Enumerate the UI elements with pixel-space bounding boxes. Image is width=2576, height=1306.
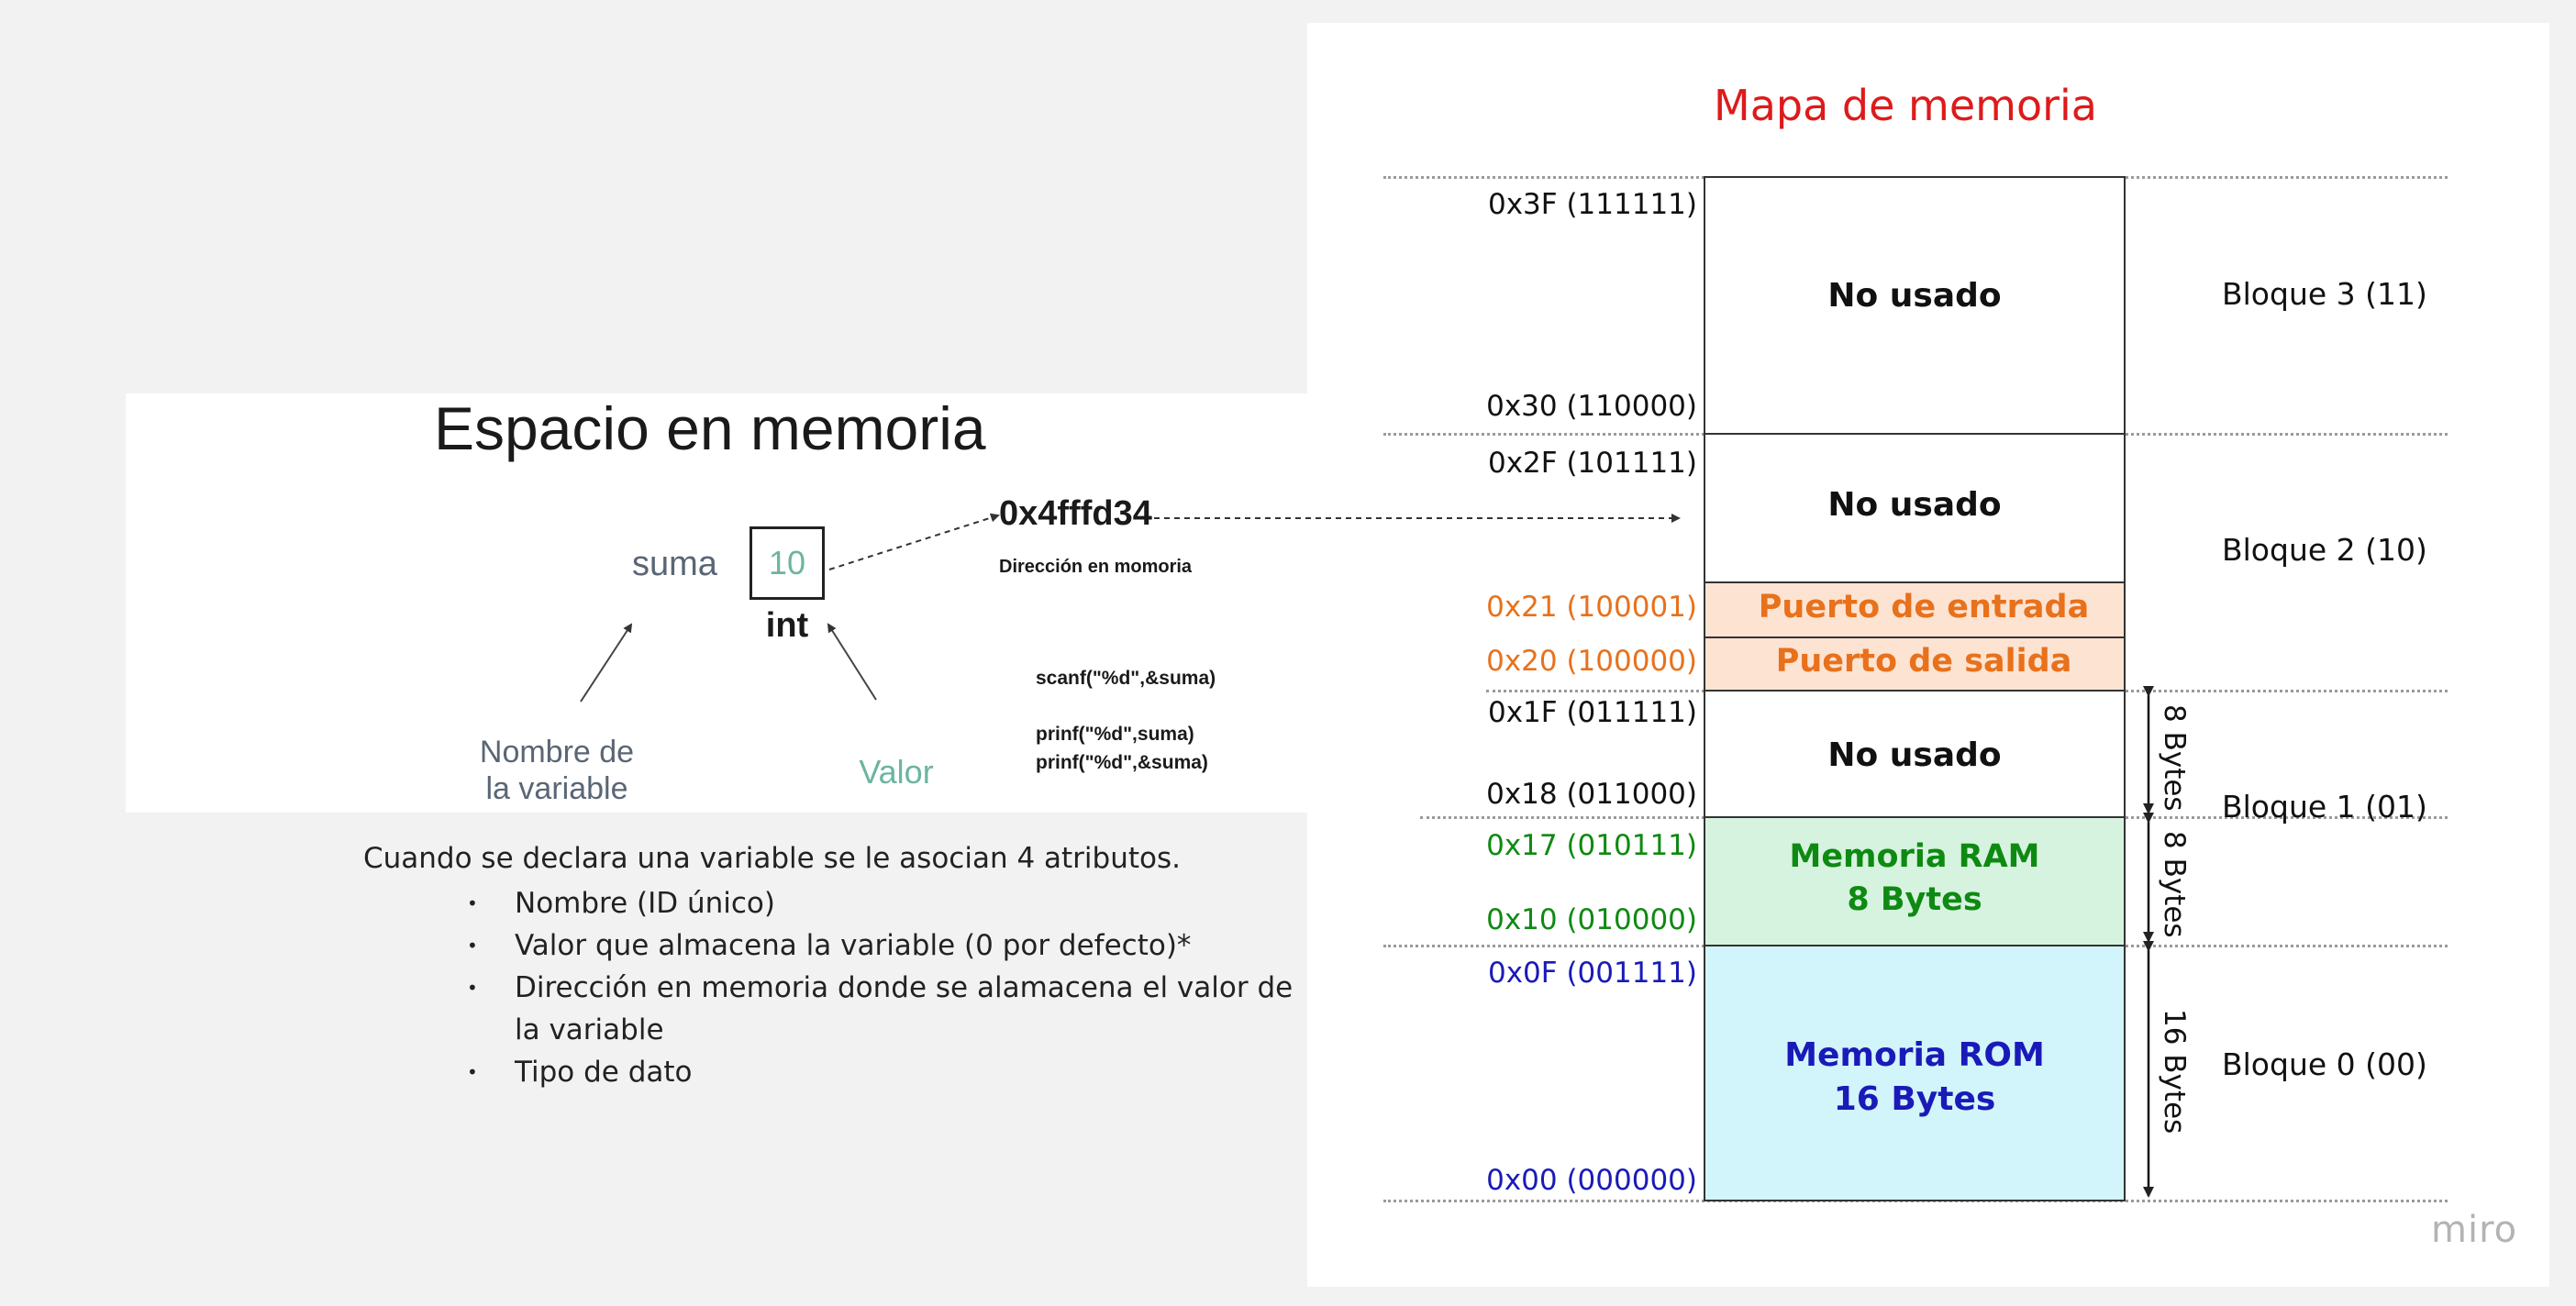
label-value: Valor: [859, 753, 934, 791]
cell-unused-block1: [1704, 690, 2126, 818]
cell-label: No usado: [1827, 736, 2002, 774]
code-line-printf-address: prinf("%d",&suma): [1036, 752, 1208, 773]
address-label: 0x00 (000000): [1486, 1164, 1697, 1197]
cell-label-input-port: Puerto de entrada: [1758, 589, 2090, 625]
miro-logo: miro: [2431, 1209, 2518, 1251]
variable-name: suma: [632, 545, 717, 583]
cell-ram: [1704, 816, 2126, 946]
address-caption: Dirección en momoria: [999, 557, 1193, 577]
address-column: 0x3F (111111) 0x30 (110000) 0x2F (101111…: [1330, 0, 1697, 1306]
cell-label-rom: Memoria ROM: [1784, 1036, 2045, 1074]
cell-label-output-port: Puerto de salida: [1775, 643, 2072, 680]
address-label: 0x17 (010111): [1486, 829, 1697, 862]
code-line-scanf: scanf("%d",&suma): [1036, 668, 1216, 689]
block-label-3: Bloque 3 (11): [2222, 276, 2427, 312]
bullet-text: Dirección en memoria donde se alamacena …: [515, 971, 1294, 1046]
variable-type: int: [765, 606, 809, 645]
block-label-2: Bloque 2 (10): [2222, 532, 2427, 568]
cell-label-ram-size: 8 Bytes: [1847, 881, 1982, 918]
address-label: 0x18 (011000): [1486, 778, 1697, 811]
description-intro: Cuando se declara una variable se le aso…: [363, 842, 1181, 875]
bullet-text: Valor que almacena la variable (0 por de…: [515, 929, 1192, 962]
variable-box: [749, 526, 825, 600]
size-label-rom: 16 Bytes: [2158, 1009, 2191, 1134]
cell-label: No usado: [1827, 277, 2002, 315]
address-label: 0x3F (111111): [1487, 188, 1697, 221]
cell-label-ram: Memoria RAM: [1789, 838, 2040, 875]
address-label: 0x0F (001111): [1487, 957, 1697, 990]
cell-label-rom-size: 16 Bytes: [1833, 1080, 1996, 1118]
cell-rom: [1704, 945, 2126, 1201]
cell-unused-block3: [1704, 176, 2126, 435]
label-variable-name-line: Nombre de: [479, 735, 635, 769]
address-label: 0x2F (101111): [1487, 447, 1697, 480]
address-label: 0x1F (011111): [1487, 696, 1697, 729]
cell-label: No usado: [1827, 486, 2002, 524]
variable-value: 10: [768, 544, 806, 581]
bullet-text: Tipo de dato: [515, 1056, 693, 1089]
size-label-unused-block1: 8 Bytes: [2158, 704, 2191, 812]
address-label: 0x20 (100000): [1486, 645, 1697, 678]
address-label: 0x21 (100001): [1486, 591, 1697, 624]
panel-title: Espacio en memoria: [434, 394, 986, 462]
bullet-text: Nombre (ID único): [515, 887, 775, 920]
size-label-ram: 8 Bytes: [2158, 831, 2191, 938]
block-label-0: Bloque 0 (00): [2222, 1046, 2427, 1082]
address-value: 0x4fffd34: [999, 494, 1152, 533]
code-line-printf-value: prinf("%d",suma): [1036, 724, 1194, 745]
label-variable-name-line: la variable: [485, 771, 628, 806]
variable-diagram-panel: Espacio en memoria suma 10 int Nombre de…: [126, 393, 1309, 813]
address-label: 0x10 (010000): [1486, 903, 1697, 936]
memory-map-title: Mapa de memoria: [1714, 81, 2097, 130]
address-label: 0x30 (110000): [1486, 390, 1697, 423]
block-label-1: Bloque 1 (01): [2222, 789, 2427, 825]
